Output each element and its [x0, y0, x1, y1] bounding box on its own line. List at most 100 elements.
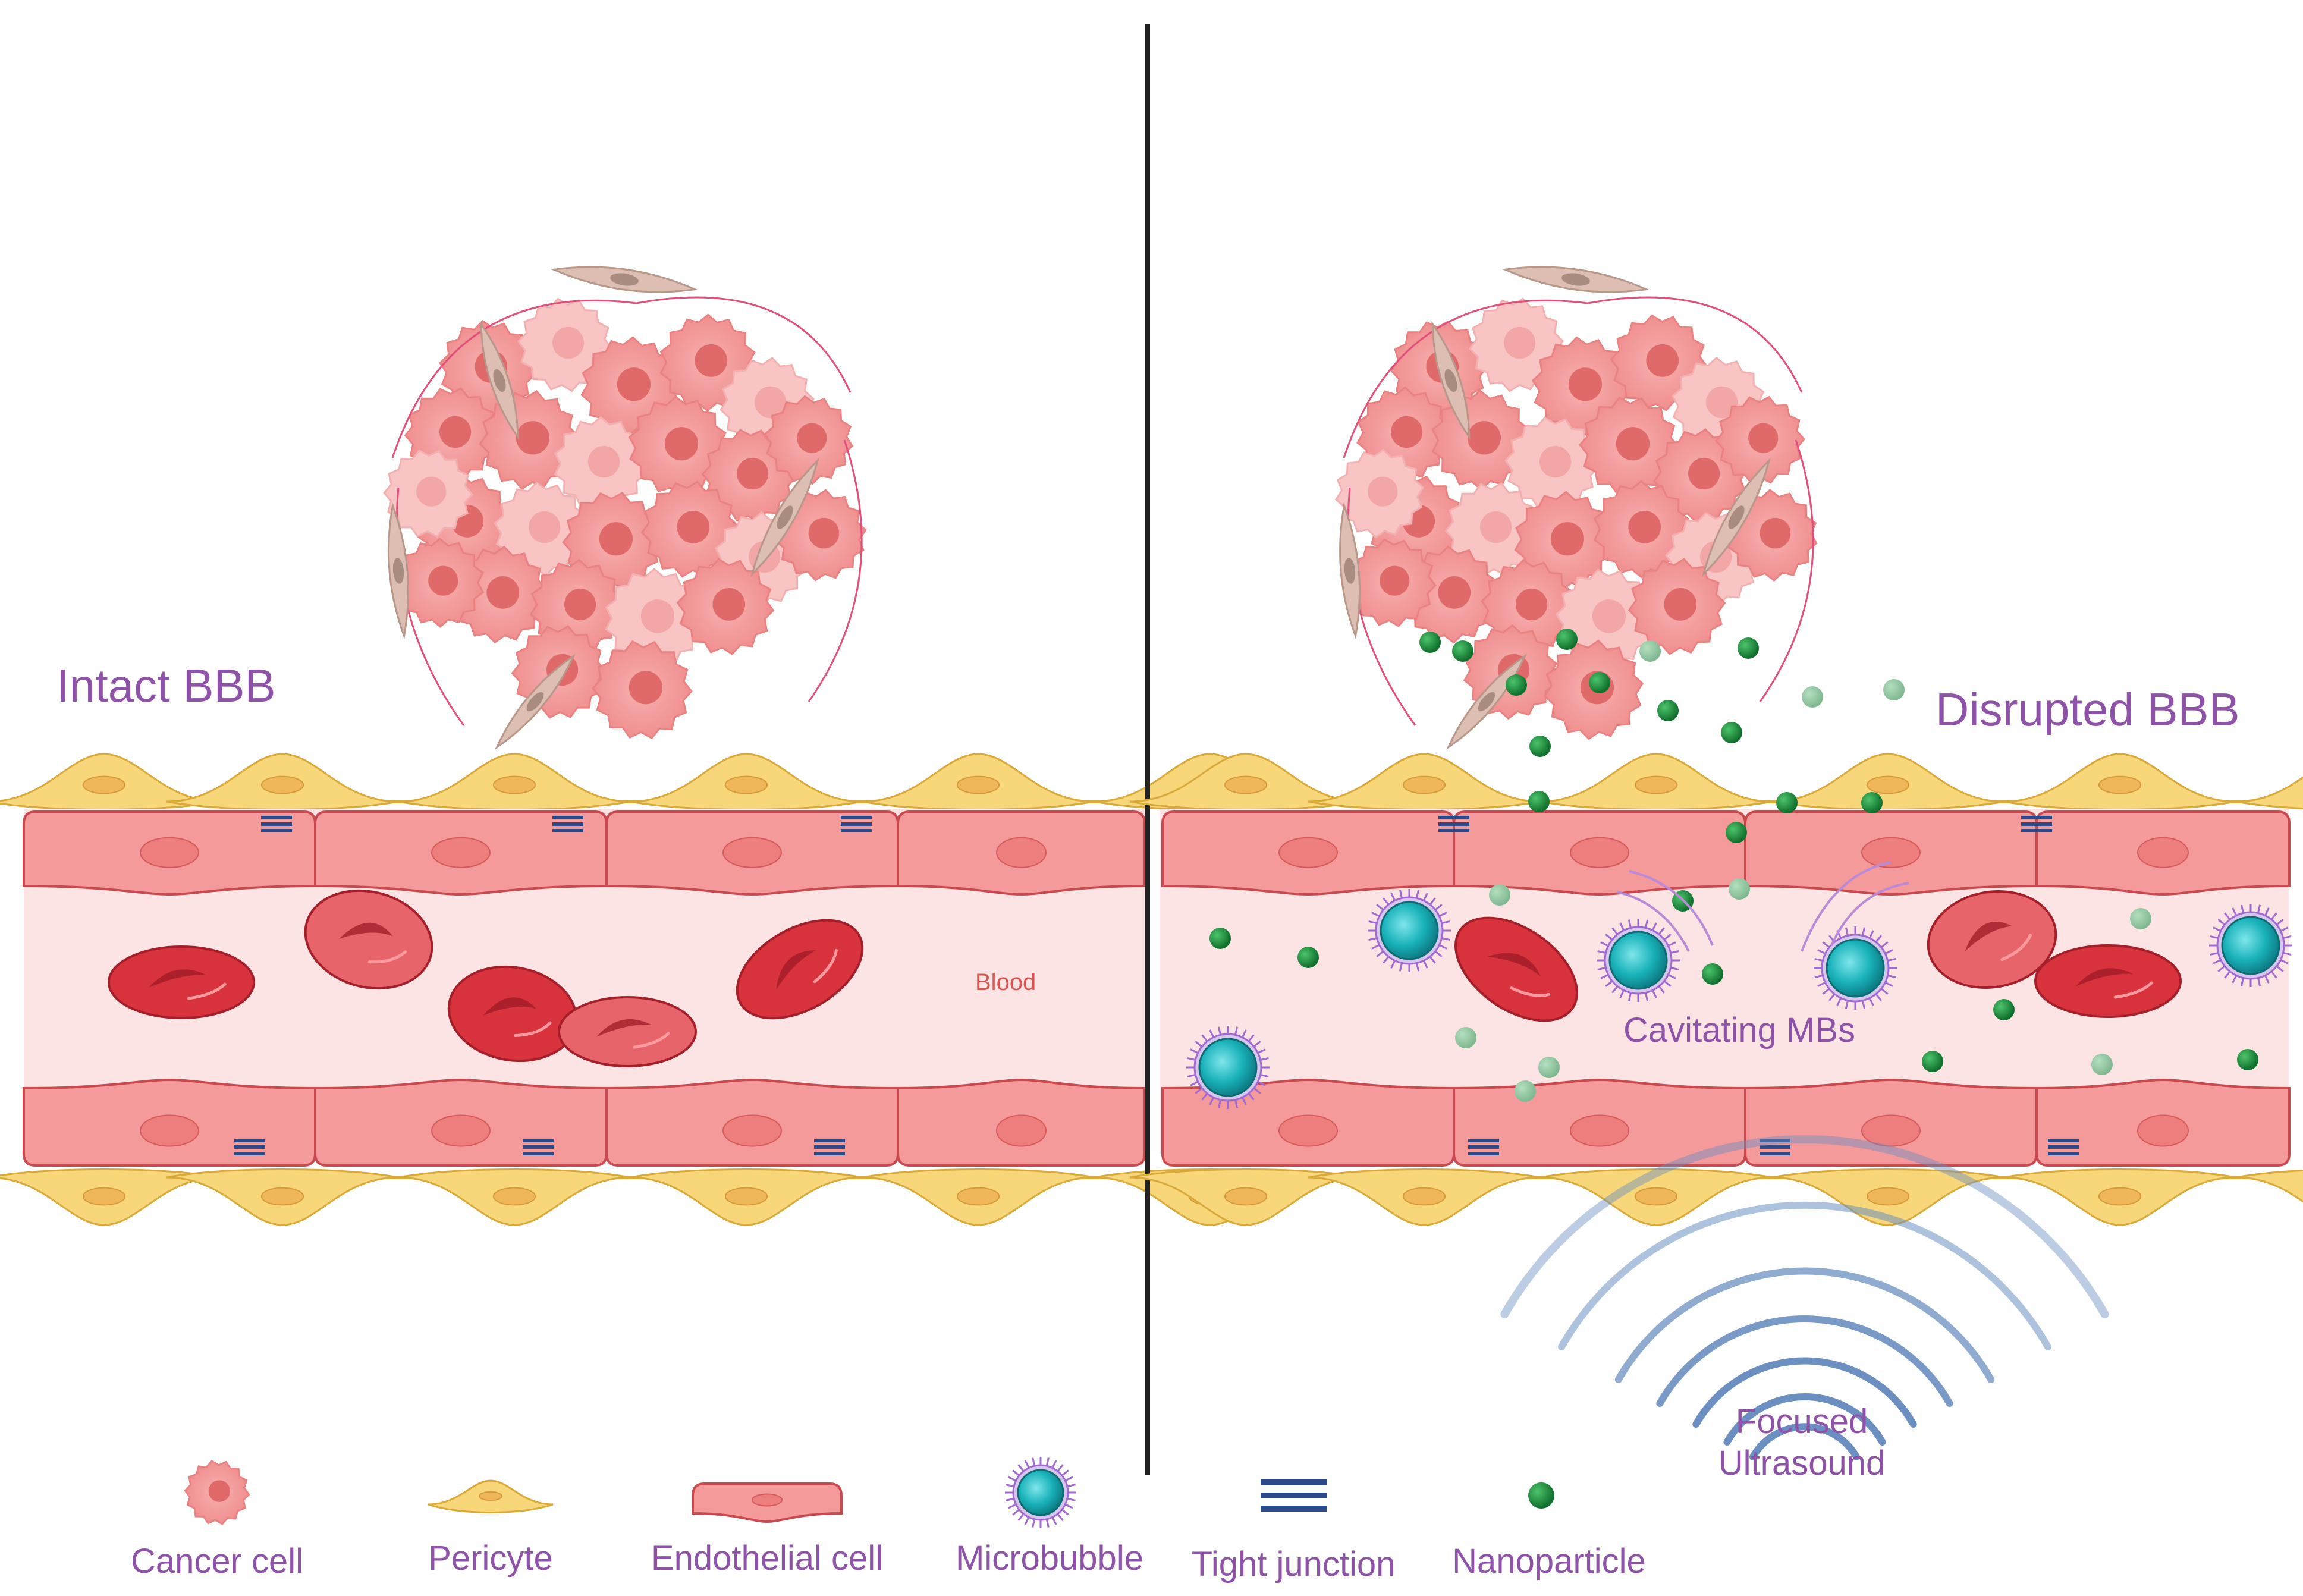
pericyte — [630, 753, 863, 810]
stromal-cell — [1702, 457, 1771, 577]
legend-label: Pericyte — [428, 1539, 553, 1578]
microbubble-icon — [1005, 1457, 1076, 1528]
endothelial-cell — [605, 810, 899, 896]
stromal-cell — [1431, 321, 1471, 441]
endothelial-cell — [1744, 1078, 2038, 1167]
legend-label: Cancer cell — [131, 1542, 303, 1581]
intact-bbb-title: Intact BBB — [56, 659, 276, 712]
pericyte-icon — [428, 1479, 554, 1513]
pericyte — [428, 1479, 554, 1513]
tight-junction — [2021, 816, 2052, 832]
pericyte — [0, 1168, 221, 1226]
red-blood-cell — [1927, 890, 2057, 989]
nanoparticle — [1922, 1051, 1943, 1072]
endothelial-cell — [605, 1078, 899, 1167]
pericyte — [398, 1168, 631, 1226]
nanoparticle — [1419, 632, 1441, 653]
endothelial-cell — [1161, 810, 1455, 896]
endothelial-cell — [2035, 810, 2291, 896]
cancer-cell — [1579, 396, 1680, 496]
pericyte — [862, 753, 1095, 810]
cavitating-mbs-label: Cavitating MBs — [1623, 1011, 1855, 1050]
red-blood-cell — [2034, 944, 2182, 1018]
cancer-cell-icon — [184, 1460, 250, 1525]
nanoparticle — [1702, 963, 1723, 985]
cancer-cell — [1555, 568, 1656, 668]
stromal-cell — [750, 457, 819, 577]
cancer-cell — [562, 491, 663, 591]
legend-label: Tight junction — [1192, 1545, 1396, 1584]
red-blood-cell — [558, 996, 697, 1067]
pericyte — [1771, 1168, 2004, 1226]
nanoparticle — [2130, 908, 2151, 929]
tight-junction — [1438, 816, 1469, 832]
pericyte-layer-top-right — [1129, 753, 2303, 810]
stromal-cell — [1446, 654, 1527, 750]
cavitation-arc — [1830, 882, 1909, 946]
endothelial-cell — [897, 1078, 1146, 1167]
microbubble — [1186, 1026, 1270, 1109]
legend-item-tight-junction: Tight junction — [1192, 1479, 1396, 1584]
tight-junction — [1760, 1139, 1790, 1155]
stromal-cell — [388, 502, 409, 640]
tight-junction-icon — [1261, 1479, 1327, 1512]
cancer-cell — [592, 640, 693, 740]
endothelial-cell — [897, 810, 1146, 896]
tight-junction — [261, 816, 292, 832]
cancer-cell — [184, 1460, 250, 1525]
red-blood-cell — [108, 945, 255, 1019]
legend-item-endothelial-cell: Endothelial cell — [651, 1482, 883, 1578]
blood-vessel-left: Blood — [23, 809, 1148, 1167]
tight-junction — [1468, 1139, 1499, 1155]
nanoparticle-icon — [1528, 1482, 1554, 1509]
nanoparticle — [1455, 1027, 1476, 1048]
legend-item-microbubble: Microbubble — [956, 1457, 1143, 1578]
tight-junction — [523, 1139, 554, 1155]
blood-vessel-right — [1160, 809, 2291, 1167]
nanoparticle — [1489, 884, 1510, 906]
nanoparticle — [1657, 700, 1679, 721]
nanoparticle — [1883, 679, 1905, 700]
cancer-cell — [764, 395, 854, 485]
endothelial-cell — [314, 1078, 608, 1167]
ultrasound-wave — [1558, 1201, 2051, 1350]
blood-label: Blood — [975, 969, 1036, 995]
pericyte-layer-bottom-left — [0, 1168, 1327, 1226]
fiber — [808, 439, 863, 702]
nanoparticle — [2237, 1049, 2258, 1070]
ultrasound-wave — [1723, 1393, 1886, 1446]
pericyte — [1129, 1168, 1362, 1226]
legend-item-pericyte: Pericyte — [428, 1479, 554, 1578]
nanoparticle — [1556, 629, 1578, 650]
endothelial-cell — [314, 810, 608, 896]
focused-ultrasound-waves — [1500, 1135, 2109, 1460]
cancer-cell — [1715, 395, 1805, 485]
nanoparticle — [1726, 822, 1747, 843]
cancer-cell — [554, 416, 648, 512]
pericyte — [1539, 753, 1773, 810]
nanoparticle — [1729, 878, 1750, 900]
fiber — [1343, 296, 1803, 458]
pericyte — [166, 1168, 399, 1226]
stromal-cell — [480, 321, 519, 441]
cavitation-arc — [1617, 891, 1690, 952]
tight-junction — [552, 816, 583, 832]
tight-junction — [814, 1139, 845, 1155]
cancer-cell — [494, 482, 589, 577]
cavitation-arc — [1801, 861, 1892, 952]
pericyte — [2235, 1169, 2303, 1203]
cancer-cell — [383, 449, 473, 538]
pericyte — [1308, 1168, 1541, 1226]
nanoparticle — [2091, 1054, 2113, 1075]
microbubble — [1597, 919, 1680, 1002]
particles-right — [1186, 629, 2292, 1109]
nanoparticle — [1589, 672, 1610, 693]
nanoparticle — [1529, 736, 1551, 757]
endothelium-top-right — [1161, 810, 2291, 896]
nanoparticle — [1738, 637, 1759, 659]
legend-label: Nanoparticle — [1452, 1542, 1646, 1581]
endothelial-cell — [23, 810, 316, 896]
microbubble — [1814, 926, 1897, 1010]
cancer-cell — [1593, 480, 1689, 579]
